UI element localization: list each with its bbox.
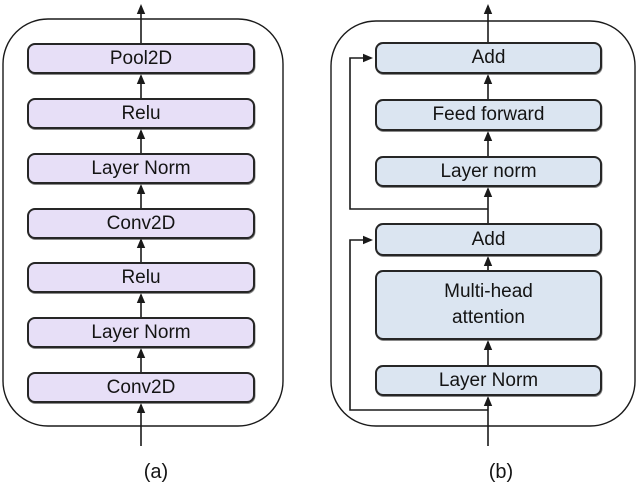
caption-panel-b: (b) bbox=[488, 461, 514, 483]
layer-box-conv2d-upper: Conv2D bbox=[27, 208, 255, 239]
layer-box-multi-head-attention: Multi-head attention bbox=[375, 270, 602, 340]
layer-box-pool2d: Pool2D bbox=[27, 43, 255, 74]
layer-box-add-lower: Add bbox=[375, 223, 602, 256]
layer-box-feed-forward: Feed forward bbox=[375, 99, 602, 131]
layer-box-layer-norm-upper: Layer norm bbox=[375, 156, 602, 187]
skip-connections bbox=[349, 53, 488, 411]
layer-box-layernorm-lower: Layer Norm bbox=[27, 317, 255, 348]
skip-connection-upper bbox=[349, 53, 488, 210]
layer-box-add-upper: Add bbox=[375, 42, 602, 74]
caption-panel-a: (a) bbox=[143, 461, 169, 483]
layer-box-relu-lower: Relu bbox=[27, 262, 255, 293]
layer-box-layer-norm-lower: Layer Norm bbox=[375, 365, 602, 396]
layer-box-conv2d-lower: Conv2D bbox=[27, 372, 255, 403]
layer-box-layernorm-upper: Layer Norm bbox=[27, 153, 255, 184]
skip-connection-lower bbox=[349, 235, 488, 411]
layer-box-relu-upper: Relu bbox=[27, 98, 255, 129]
